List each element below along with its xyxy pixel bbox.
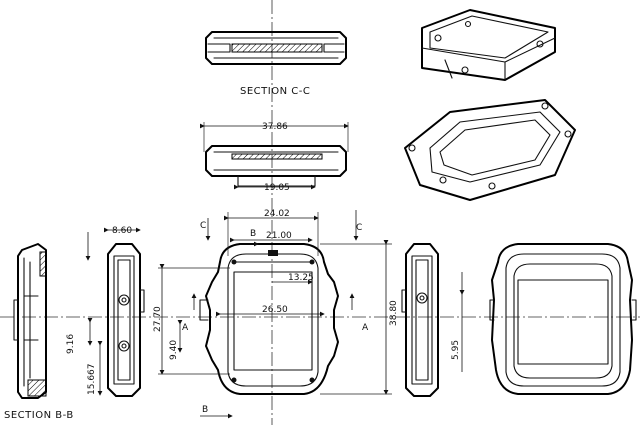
marker-b-bottom: B [202, 405, 208, 415]
dim-860: 8.60 [112, 226, 132, 236]
marker-b-top: B [250, 229, 256, 239]
marker-a-right: A [362, 323, 369, 333]
marker-a-left: A [182, 323, 189, 333]
section-cc-view [205, 31, 347, 65]
section-bb-view [13, 243, 47, 399]
back-view [489, 243, 637, 395]
dim-916: 9.16 [66, 334, 76, 354]
dim-3786: 37.86 [262, 122, 288, 132]
section-cc-label: SECTION C-C [240, 86, 310, 97]
dim-2402: 24.02 [264, 209, 290, 219]
dim-15667: 15.667 [87, 364, 97, 396]
side-view-right [401, 243, 439, 397]
section-bb-label: SECTION B-B [4, 410, 74, 421]
dim-2650: 26.50 [262, 305, 288, 315]
front-view [199, 243, 339, 395]
side-view-left [107, 243, 145, 397]
marker-c-right: C [356, 223, 362, 233]
dim-2770: 27.70 [153, 306, 163, 332]
middle-section-view [205, 145, 347, 187]
isometric-view-top [421, 9, 556, 81]
dim-2100: 21.00 [266, 231, 292, 241]
marker-c-left: C [200, 221, 206, 231]
isometric-view-bottom [404, 99, 576, 201]
dim-1905: 19.05 [264, 183, 290, 193]
dim-3880: 38.80 [389, 300, 399, 326]
dim-940: 9.40 [169, 340, 179, 360]
dim-595: 5.95 [451, 340, 461, 360]
dim-1325: 13.25 [288, 273, 314, 283]
